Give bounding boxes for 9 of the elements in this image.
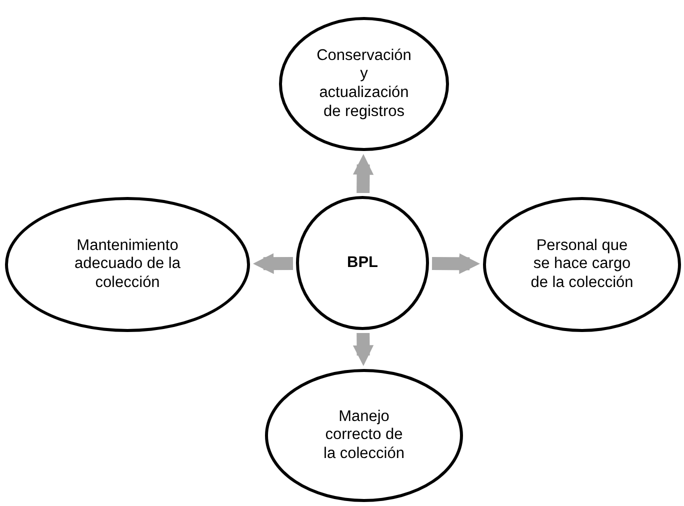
block-arrow <box>352 332 374 366</box>
block-arrow <box>253 253 294 274</box>
block-arrow <box>352 154 374 194</box>
node-label: Conservación y actualización de registros <box>316 46 412 122</box>
node-label: Personal que se hace cargo de la colección <box>530 236 634 292</box>
node-label: BPL <box>346 254 379 272</box>
block-arrow <box>432 253 480 274</box>
node-label: Mantenimiento adecuado de la colección <box>73 236 182 292</box>
node-label: Manejo correcto de la colección <box>322 408 406 464</box>
